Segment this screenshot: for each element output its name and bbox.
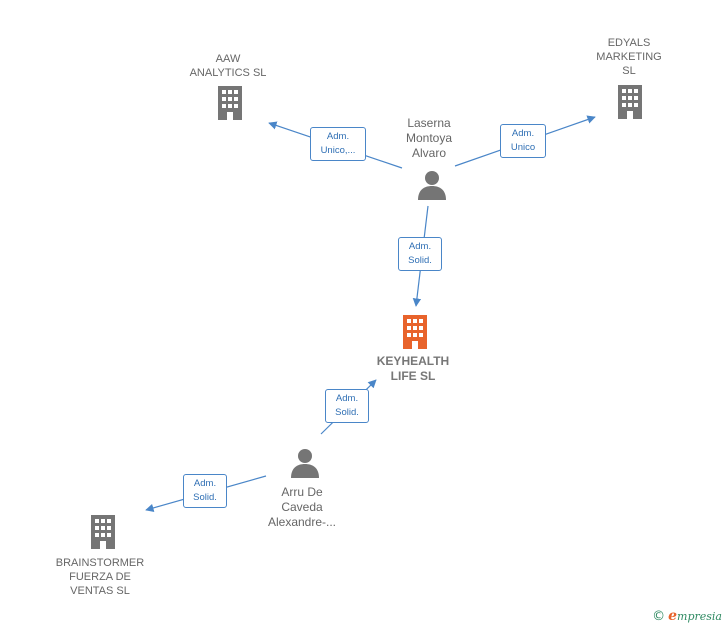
label-line: SL xyxy=(622,65,636,77)
node-label-edyals[interactable]: EDYALS MARKETING SL xyxy=(574,36,684,78)
badge-line: Solid. xyxy=(193,492,217,503)
building-icon-focus[interactable] xyxy=(399,315,431,349)
person-icon[interactable] xyxy=(289,448,321,478)
badge-line: Adm. xyxy=(511,128,535,139)
brand-initial: e xyxy=(668,608,678,624)
badge-line: Adm. xyxy=(326,131,350,142)
label-line: Alexandre-... xyxy=(267,515,337,529)
edge-badge-arru-keyhealth[interactable]: Adm. Solid. xyxy=(325,389,369,423)
badge-line: Solid. xyxy=(408,255,432,266)
label-line: MARKETING xyxy=(596,51,662,63)
label-line: BRAINSTORMER xyxy=(55,557,145,569)
badge-line: Unico xyxy=(510,142,536,153)
edge-badge-laserna-edyals[interactable]: Adm. Unico xyxy=(500,124,546,158)
node-label-brainstormer[interactable]: BRAINSTORMER FUERZA DE VENTAS SL xyxy=(45,556,155,598)
label-line: AAW xyxy=(215,53,241,65)
label-line: FUERZA DE xyxy=(69,571,131,583)
empresia-logo[interactable]: ©empresia xyxy=(652,608,722,624)
building-icon[interactable] xyxy=(87,515,119,549)
label-line: Montoya xyxy=(405,131,453,145)
badge-line: Adm. xyxy=(335,393,359,404)
badge-line: Solid. xyxy=(335,407,359,418)
label-line: Caveda xyxy=(281,500,323,514)
person-icon[interactable] xyxy=(416,170,448,200)
node-label-laserna[interactable]: Laserna Montoya Alvaro xyxy=(374,116,484,161)
badge-line: Unico,... xyxy=(320,145,356,156)
edge-badge-arru-brainstormer[interactable]: Adm. Solid. xyxy=(183,474,227,508)
badge-line: Adm. xyxy=(408,241,432,252)
node-label-keyhealth[interactable]: KEYHEALTH LIFE SL xyxy=(358,354,468,384)
label-line: Alvaro xyxy=(411,146,446,160)
building-icon[interactable] xyxy=(214,86,246,120)
edge-badge-laserna-keyhealth[interactable]: Adm. Solid. xyxy=(398,237,442,271)
label-line: LIFE SL xyxy=(390,369,436,383)
label-line: VENTAS SL xyxy=(70,585,130,597)
copyright-icon: © xyxy=(652,609,666,624)
node-label-arru[interactable]: Arru De Caveda Alexandre-... xyxy=(247,485,357,530)
label-line: KEYHEALTH xyxy=(376,354,450,368)
edge-badge-laserna-aaw[interactable]: Adm. Unico,... xyxy=(310,127,366,161)
label-line: Arru De xyxy=(281,485,323,499)
building-icon[interactable] xyxy=(614,85,646,119)
badge-line: Adm. xyxy=(193,478,217,489)
label-line: ANALYTICS SL xyxy=(189,67,267,79)
node-label-aaw[interactable]: AAW ANALYTICS SL xyxy=(173,52,283,80)
label-line: EDYALS xyxy=(607,37,651,49)
label-line: Laserna xyxy=(407,116,451,130)
brand-name: mpresia xyxy=(677,610,722,623)
